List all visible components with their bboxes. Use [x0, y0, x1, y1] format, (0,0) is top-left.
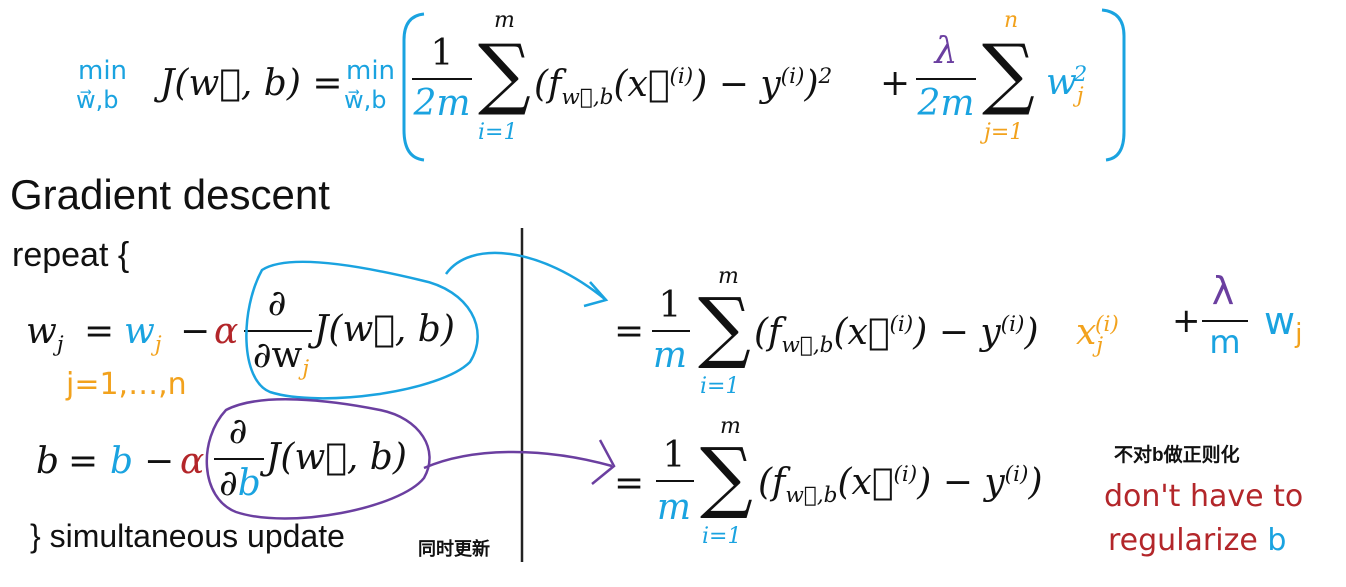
cost-function-lhs: J(w⃗, b) = [160, 63, 343, 104]
fraction-denominator: 2m [413, 83, 471, 124]
w-deriv-numerator: 1 [658, 285, 682, 326]
b-arrow-head [591, 439, 616, 485]
b-update-lhs: b [36, 441, 60, 482]
w-deriv-denominator: m [652, 335, 688, 376]
w-arrow-curve [444, 251, 607, 301]
w-update-lhs: wj [26, 311, 64, 358]
min-subscript-2: w⃗,b [344, 86, 387, 114]
lambda-numerator: λ [934, 31, 958, 72]
note-chinese: 不对b做正则化 [1114, 445, 1240, 466]
squared-error-term: (fw⃗,b(x⃗(i)) − y(i))2 [534, 64, 833, 111]
lambda-denominator: 2m [917, 83, 975, 124]
index-range: j=1,…,n [66, 367, 187, 402]
fraction-1-2m: 1 [412, 36, 472, 72]
partial-denominator-b: ∂b [219, 463, 261, 504]
w-update-minus: − [180, 311, 211, 352]
w-error-term: (fw⃗,b(x⃗(i)) − y(i)) [754, 312, 1039, 359]
b-partial-circle [205, 398, 431, 520]
min-label: min [78, 56, 128, 86]
b-update-minus: − [144, 441, 175, 482]
b-sum-sigma: ∑ [700, 431, 753, 523]
simultaneous-update-chinese: 同时更新 [418, 539, 490, 559]
sum2-upper: n [1004, 8, 1019, 33]
w-arrow-head [583, 281, 609, 308]
b-sum-upper: m [720, 414, 741, 439]
sum1-upper: m [494, 8, 515, 33]
b-update-cost: J(w⃗, b) [266, 437, 407, 478]
sum1-sigma: ∑ [478, 27, 531, 119]
min-label-2: min [346, 56, 396, 86]
w-sum-lower: i=1 [700, 374, 740, 399]
fraction-bar [412, 78, 472, 80]
learning-rate-alpha: α [214, 311, 239, 352]
objective-right-bracket [1101, 8, 1126, 162]
partial-numerator: ∂ [267, 283, 287, 324]
w-sum-upper: m [718, 264, 739, 289]
regularization-term: wj2 [1046, 62, 1088, 109]
sum2-sigma: ∑ [982, 27, 1035, 119]
w-deriv-bar [652, 330, 690, 332]
w-partial-circle [245, 260, 479, 400]
b-update-equals: = [68, 441, 99, 482]
w-sum-sigma: ∑ [698, 281, 751, 373]
partial-bar-b [214, 458, 264, 460]
plus-sign: + [880, 63, 911, 104]
partial-numerator-b: ∂ [228, 411, 248, 452]
learning-rate-alpha-b: α [180, 441, 205, 482]
fraction-numerator: 1 [430, 33, 454, 74]
objective-left-bracket [402, 12, 425, 162]
reg-lambda: λ [1211, 269, 1235, 313]
section-heading: Gradient descent [10, 171, 330, 218]
b-arrow-curve [423, 450, 613, 470]
reg-w: wj [1264, 299, 1303, 350]
w-update-cost: J(w⃗, b) [314, 309, 455, 350]
partial-bar [244, 330, 312, 332]
sum2-lower: j=1 [984, 120, 1024, 145]
w-update-w: wj [124, 311, 162, 358]
note-line-2: regularize b [1108, 523, 1287, 558]
partial-denominator: ∂wj [252, 335, 310, 382]
b-error-term: (fw⃗,b(x⃗(i)) − y(i)) [758, 462, 1043, 509]
reg-plus: + [1172, 301, 1201, 341]
simultaneous-update-label: } simultaneous update [30, 518, 345, 554]
w-deriv-equals: = [614, 311, 645, 352]
sum1-lower: i=1 [478, 120, 518, 145]
repeat-label: repeat { [12, 236, 130, 274]
min-subscript: w⃗,b [76, 86, 119, 114]
reg-bar [1202, 320, 1248, 322]
b-deriv-numerator: 1 [662, 435, 686, 476]
w-update-equals: = [84, 311, 115, 352]
fraction-bar-2 [916, 78, 976, 80]
feature-x: xj(i) [1076, 312, 1119, 359]
b-update-b: b [110, 441, 134, 482]
b-sum-lower: i=1 [702, 524, 742, 549]
reg-m: m [1209, 323, 1241, 361]
b-deriv-bar [656, 480, 694, 482]
note-line-1: don't have to [1104, 479, 1304, 514]
b-deriv-denominator: m [656, 487, 692, 528]
b-deriv-equals: = [614, 463, 645, 504]
